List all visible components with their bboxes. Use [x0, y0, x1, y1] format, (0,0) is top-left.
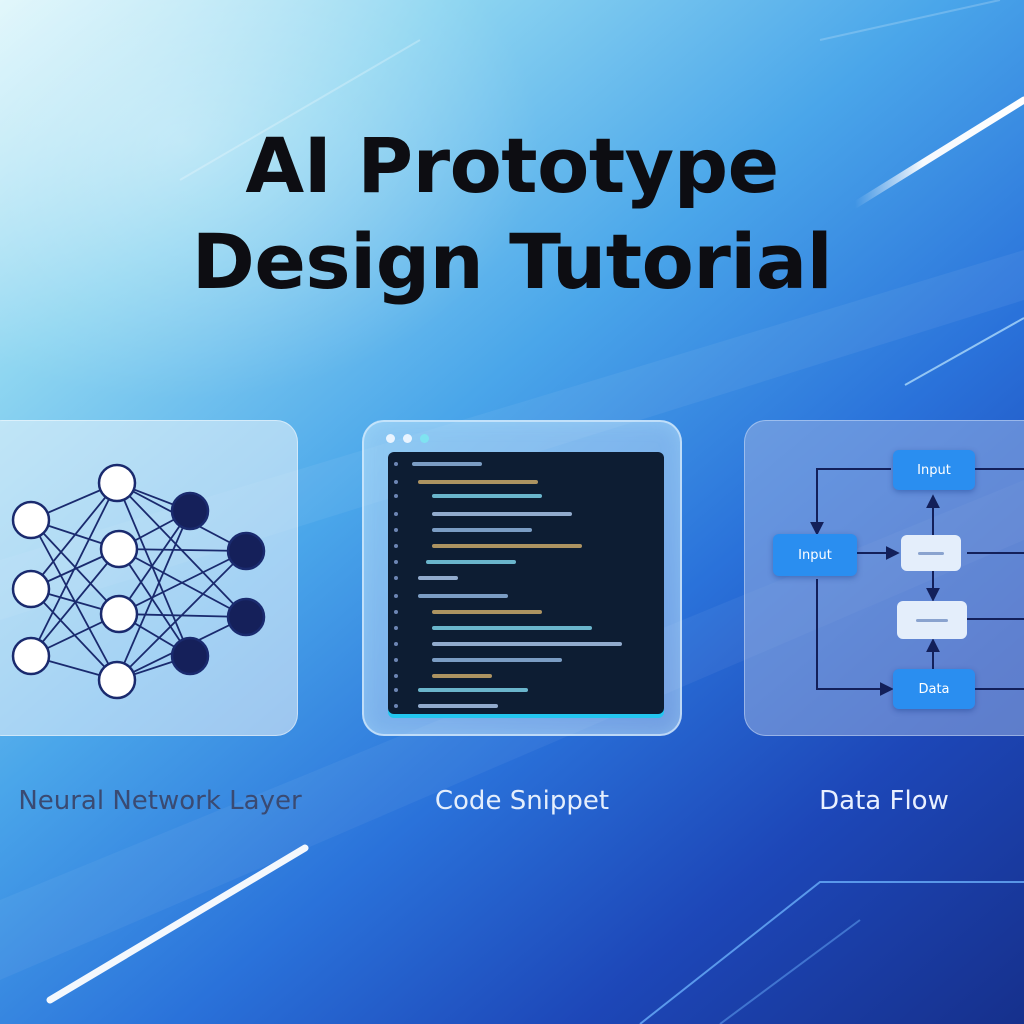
hidden-node	[99, 594, 139, 634]
input-node	[11, 569, 51, 609]
window-dot-icon	[386, 434, 395, 443]
code-line	[418, 576, 458, 580]
line-number	[394, 642, 398, 646]
line-number	[394, 704, 398, 708]
hidden-node	[97, 660, 137, 700]
line-number	[394, 610, 398, 614]
input-node	[11, 636, 51, 676]
hidden-node	[99, 529, 139, 569]
output-node	[170, 636, 210, 676]
code-editor-icon	[388, 452, 664, 714]
code-line	[418, 594, 508, 598]
caption-code-snippet: Code Snippet	[434, 786, 610, 816]
line-number	[394, 494, 398, 498]
line-number	[394, 626, 398, 630]
code-line	[432, 610, 542, 614]
line-number	[394, 528, 398, 532]
code-line	[412, 462, 482, 466]
line-number	[394, 480, 398, 484]
network-connection	[30, 519, 118, 681]
code-line	[432, 642, 622, 646]
flow-model-box	[897, 601, 967, 639]
line-number	[394, 594, 398, 598]
code-line	[418, 480, 538, 484]
network-connection	[30, 482, 118, 590]
network-connection	[116, 510, 191, 681]
code-line	[432, 658, 562, 662]
line-number	[394, 560, 398, 564]
input-node	[11, 500, 51, 540]
network-connection	[116, 482, 191, 657]
code-line	[432, 528, 532, 532]
flow-input-top: Input	[893, 450, 975, 490]
network-connection	[118, 550, 247, 615]
caption-neural-network: Neural Network Layer	[18, 786, 302, 816]
line-number	[394, 674, 398, 678]
code-line	[418, 704, 498, 708]
code-line	[432, 544, 582, 548]
flow-output-bottom: Data	[893, 669, 975, 709]
title-line-1: AI Prototype	[245, 121, 779, 210]
network-connection	[118, 548, 191, 657]
line-number	[394, 462, 398, 466]
code-line	[432, 674, 492, 678]
code-snippet-card	[362, 420, 682, 736]
output-node	[226, 531, 266, 571]
page-title: AI Prototype Design Tutorial	[0, 118, 1024, 310]
window-dot-icon	[403, 434, 412, 443]
window-controls	[386, 434, 429, 443]
network-connection	[118, 548, 247, 552]
line-number	[394, 544, 398, 548]
code-line	[432, 626, 592, 630]
network-connection	[118, 510, 191, 615]
network-connection	[116, 550, 247, 681]
window-dot-icon	[420, 434, 429, 443]
code-line	[432, 494, 542, 498]
line-number	[394, 576, 398, 580]
title-line-2: Design Tutorial	[191, 217, 833, 306]
line-number	[394, 512, 398, 516]
caption-data-flow: Data Flow	[819, 786, 949, 816]
output-node	[170, 491, 210, 531]
code-line	[426, 560, 516, 564]
network-connection	[30, 548, 120, 657]
network-connection	[30, 482, 118, 657]
output-node	[226, 597, 266, 637]
line-number	[394, 658, 398, 662]
code-line	[418, 688, 528, 692]
flowchart-icon	[810, 468, 1024, 696]
code-line	[432, 512, 572, 516]
hidden-node	[97, 463, 137, 503]
data-flow-card: Input Input Data	[744, 420, 1024, 736]
flow-input-left: Input	[773, 534, 857, 576]
flow-process-box	[901, 535, 961, 571]
line-number	[394, 688, 398, 692]
neural-network-icon	[11, 463, 266, 700]
neural-network-card	[0, 420, 298, 736]
